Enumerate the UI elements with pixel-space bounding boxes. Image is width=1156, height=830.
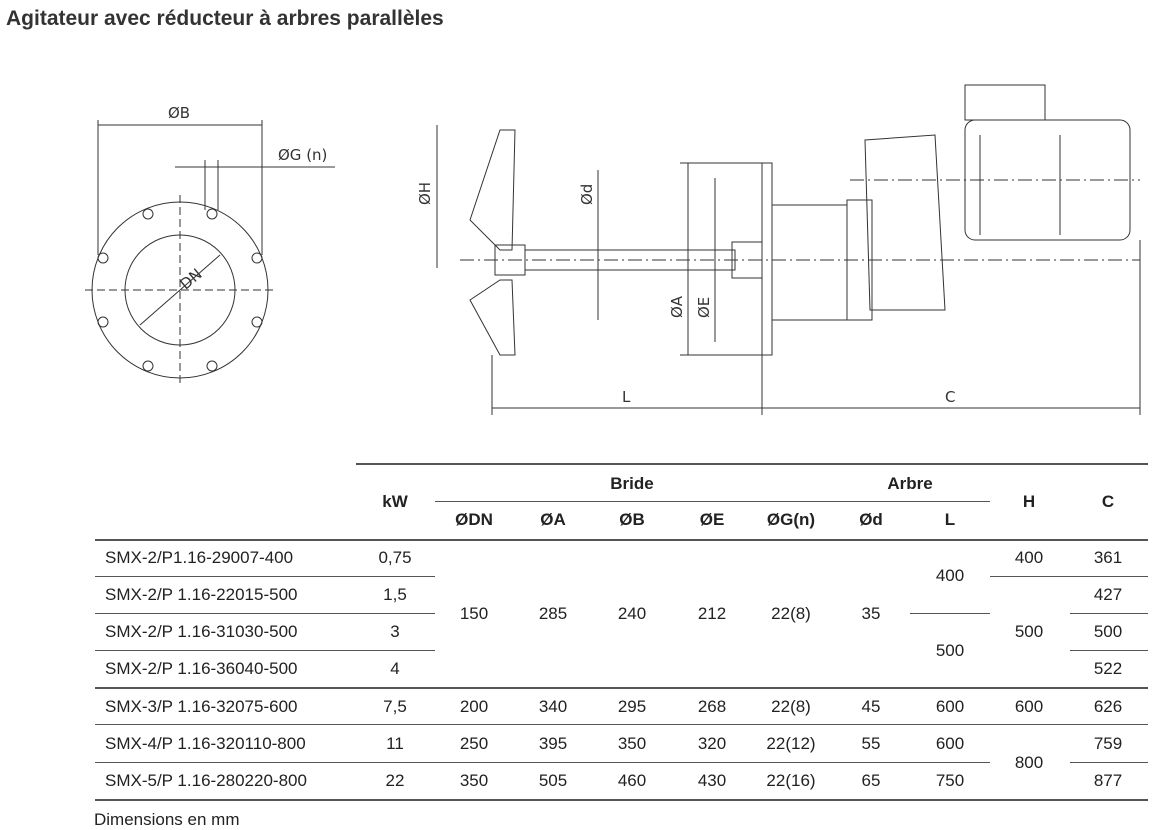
a-cell: 395 [538, 734, 568, 753]
label-phi-e: ØE [695, 297, 713, 318]
b-cell: 350 [617, 734, 647, 753]
e-cell: 320 [697, 734, 727, 753]
header-kw: kW [382, 492, 408, 511]
g-cell: 22(8) [771, 697, 811, 716]
header-l: L [944, 510, 956, 529]
kw-cell: 1,5 [383, 585, 407, 604]
model-cell: SMX-4/P 1.16-320110-800 [105, 734, 306, 753]
c-cell: 361 [1093, 548, 1123, 567]
d-cell: 45 [861, 697, 881, 716]
header-e: ØE [699, 510, 725, 529]
c-cell: 877 [1093, 771, 1123, 790]
c-cell: 500 [1093, 622, 1123, 641]
a-cell: 285 [538, 604, 568, 623]
kw-cell: 0,75 [378, 548, 412, 567]
h-cell: 500 [1014, 622, 1044, 641]
g-cell: 22(8) [771, 604, 811, 623]
page-title: Agitateur avec réducteur à arbres parall… [6, 7, 444, 30]
group-bride: Bride [610, 474, 654, 493]
kw-cell: 3 [390, 622, 400, 641]
model-cell: SMX-2/P 1.16-22015-500 [105, 585, 298, 604]
kw-cell: 22 [385, 771, 405, 790]
header-d: Ød [859, 510, 883, 529]
header-g: ØG(n) [766, 510, 816, 529]
dn-cell: 250 [459, 734, 489, 753]
header-dn: ØDN [455, 510, 493, 529]
h-cell: 600 [1014, 697, 1044, 716]
model-cell: SMX-2/P 1.16-31030-500 [105, 622, 298, 641]
header-c: C [1101, 492, 1115, 511]
b-cell: 295 [617, 697, 647, 716]
b-cell: 240 [617, 604, 647, 623]
flange-view: ØB ØG (n) DN [85, 104, 335, 385]
b-cell: 460 [617, 771, 647, 790]
c-cell: 626 [1093, 697, 1123, 716]
g-cell: 22(12) [766, 734, 816, 753]
dn-cell: 350 [459, 771, 489, 790]
header-a: ØA [540, 510, 566, 529]
l-cell: 600 [935, 734, 965, 753]
dn-cell: 150 [459, 604, 489, 623]
l-cell: 600 [935, 697, 965, 716]
kw-cell: 4 [390, 659, 400, 678]
h-cell: 800 [1014, 753, 1044, 772]
l-cell: 400 [935, 566, 965, 585]
l-cell: 500 [935, 641, 965, 660]
kw-cell: 11 [386, 734, 404, 753]
h-cell: 400 [1014, 548, 1044, 567]
side-view: ØH Ød ØA ØE L C [416, 84, 1141, 415]
a-cell: 505 [538, 771, 568, 790]
d-cell: 35 [861, 604, 881, 623]
dn-cell: 200 [459, 697, 489, 716]
header-h: H [1022, 492, 1036, 511]
c-cell: 522 [1093, 659, 1123, 678]
e-cell: 430 [697, 771, 727, 790]
label-phi-g: ØG (n) [278, 146, 327, 164]
model-cell: SMX-2/P1.16-29007-400 [105, 548, 294, 567]
label-phi-b: ØB [168, 104, 190, 122]
a-cell: 340 [538, 697, 568, 716]
d-cell: 65 [861, 771, 881, 790]
group-arbre: Arbre [887, 474, 933, 493]
d-cell: 55 [861, 734, 881, 753]
kw-cell: 7,5 [383, 697, 407, 716]
dimensions-note: Dimensions en mm [94, 810, 240, 829]
c-cell: 427 [1093, 585, 1123, 604]
header-b: ØB [619, 510, 645, 529]
label-phi-a: ØA [668, 295, 686, 318]
c-cell: 759 [1093, 734, 1123, 753]
model-cell: SMX-3/P 1.16-32075-600 [105, 697, 298, 716]
g-cell: 22(16) [766, 771, 816, 790]
model-cell: SMX-5/P 1.16-280220-800 [105, 771, 307, 790]
label-phi-h: ØH [416, 182, 434, 205]
e-cell: 268 [697, 697, 727, 716]
agitator-technical-drawing: ØB ØG (n) DN ØH Ød ØA ØE L C [85, 84, 1141, 415]
label-phi-d: Ød [578, 184, 596, 205]
label-l: L [622, 388, 631, 406]
e-cell: 212 [697, 604, 727, 623]
l-cell: 750 [935, 771, 965, 790]
model-cell: SMX-2/P 1.16-36040-500 [105, 659, 298, 678]
label-c: C [945, 388, 955, 406]
